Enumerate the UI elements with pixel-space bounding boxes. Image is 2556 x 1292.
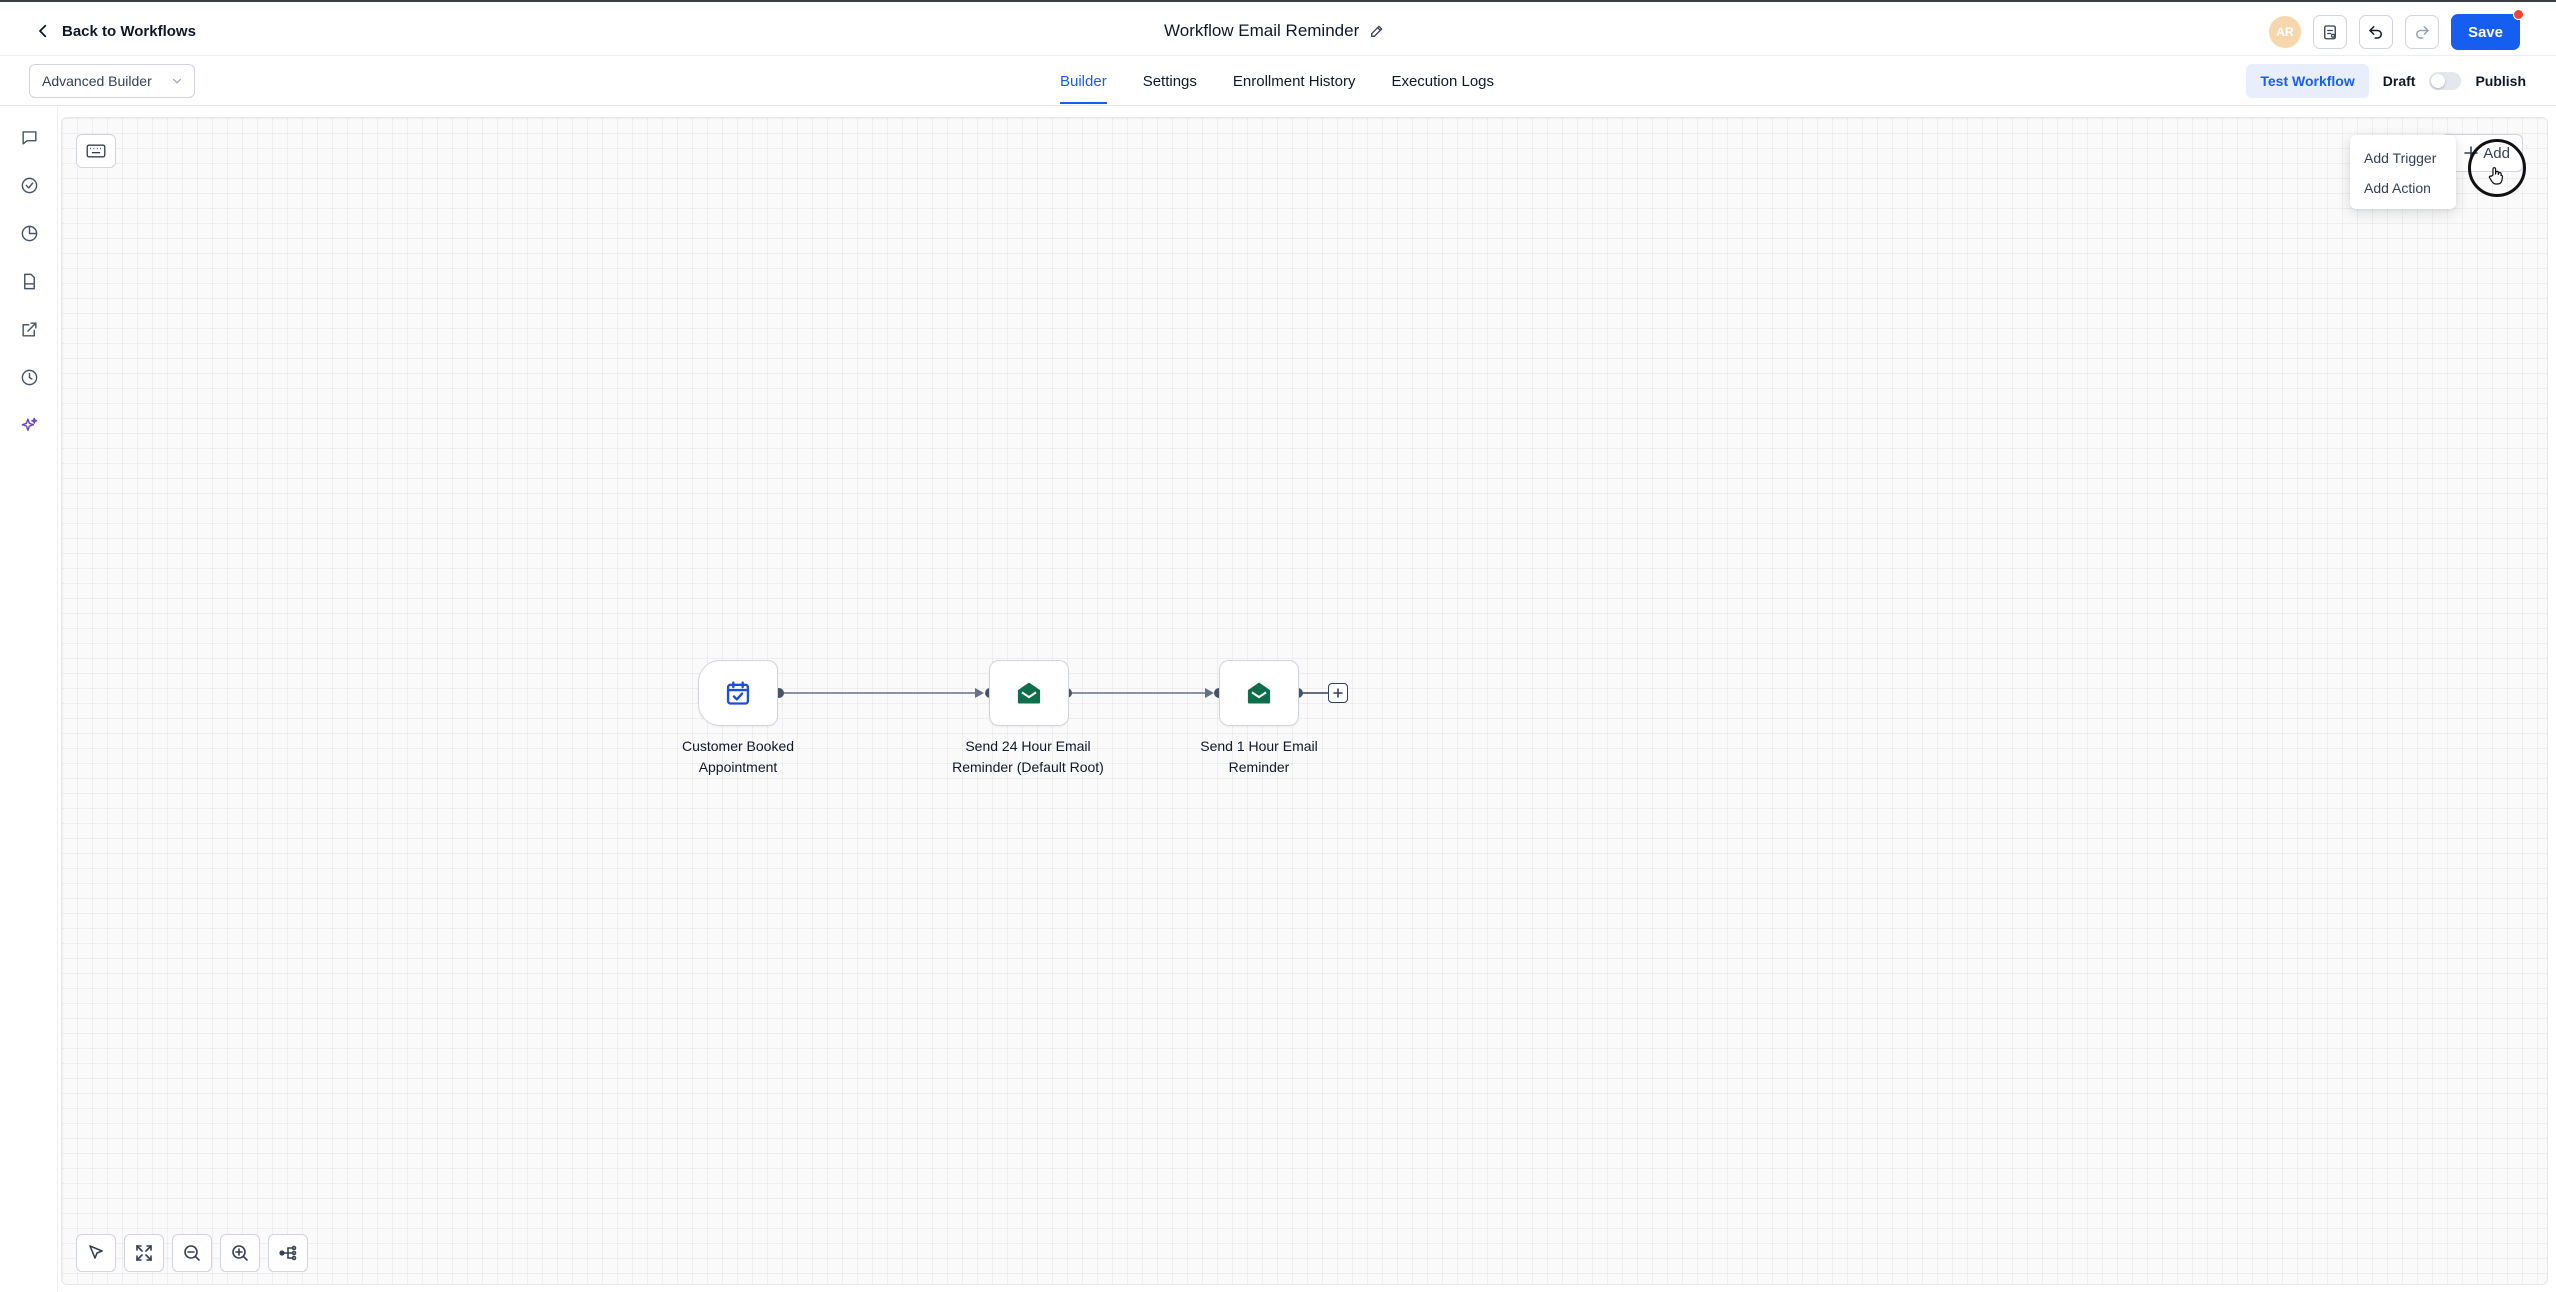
publish-label: Publish (2475, 73, 2526, 89)
document-icon (23, 273, 35, 289)
auto-layout-button[interactable] (268, 1234, 308, 1272)
pencil-icon[interactable] (1369, 23, 1385, 39)
zoom-out-button[interactable] (172, 1234, 212, 1272)
add-dropdown-menu: Add Trigger Add Action (2350, 135, 2456, 209)
sub-bar: Advanced Builder Builder Settings Enroll… (0, 56, 2556, 106)
action-node-24h-label: Send 24 Hour Email Reminder (Default Roo… (928, 736, 1128, 778)
calendar-check-icon (726, 681, 750, 705)
zoom-in-icon (232, 1245, 248, 1261)
workflow-title: Workflow Email Reminder (1164, 18, 1385, 44)
add-button-label: Add (2483, 144, 2510, 162)
undo-button[interactable] (2358, 15, 2393, 49)
tab-execution-logs[interactable]: Execution Logs (1391, 72, 1495, 90)
draft-label: Draft (2382, 73, 2416, 89)
tab-bar: Builder Settings Enrollment History Exec… (1060, 56, 1494, 106)
publish-toggle[interactable] (2429, 72, 2462, 90)
rail-item-ai[interactable] (17, 413, 41, 437)
hand-cursor-icon (2488, 167, 2504, 185)
chat-icon (21, 130, 37, 145)
edge-24h-to-1h (1067, 688, 1214, 698)
add-action-menu-item[interactable]: Add Action (2364, 180, 2431, 196)
workflow-edges (774, 688, 1332, 698)
action-node-1h-label: Send 1 Hour Email Reminder (1159, 736, 1359, 778)
action-node-1h-label-line1: Send 1 Hour Email (1200, 738, 1318, 754)
external-link-icon (21, 321, 37, 337)
select-pointer-icon (89, 1245, 103, 1259)
select-tool-button[interactable] (76, 1234, 116, 1272)
add-step-button[interactable] (1328, 683, 1348, 703)
unsaved-indicator (2513, 9, 2524, 20)
rail-item-docs[interactable] (17, 269, 41, 293)
fit-view-button[interactable] (124, 1234, 164, 1272)
clipboard-icon (2324, 25, 2336, 40)
tab-settings[interactable]: Settings (1142, 72, 1197, 90)
auto-layout-icon (279, 1245, 297, 1261)
redo-icon (2415, 26, 2429, 39)
tab-builder[interactable]: Builder (1060, 56, 1107, 106)
sparkles-icon (21, 417, 37, 431)
rail-item-history[interactable] (17, 365, 41, 389)
workflow-canvas[interactable]: Customer Booked Appointment Send 24 Hour… (61, 117, 2548, 1285)
history-icon (21, 369, 37, 385)
plus-icon (1333, 688, 1343, 698)
back-link-label: Back to Workflows (62, 22, 196, 40)
chevron-left-icon (39, 24, 47, 38)
pie-chart-icon (21, 225, 37, 241)
trigger-node[interactable] (698, 660, 778, 726)
action-node-24h-email[interactable] (989, 660, 1069, 726)
avatar[interactable]: AR (2268, 16, 2301, 48)
rail-item-comments[interactable] (17, 125, 41, 149)
action-node-24h-label-line2: Reminder (Default Root) (952, 759, 1104, 775)
publish-controls: Test Workflow Draft Publish (2246, 64, 2526, 98)
back-to-workflows-link[interactable]: Back to Workflows (34, 18, 196, 44)
rail-item-share[interactable] (17, 317, 41, 341)
workflow-title-text: Workflow Email Reminder (1164, 21, 1360, 40)
trigger-node-label-line1: Customer Booked (681, 738, 795, 754)
edge-trigger-to-24h (779, 688, 984, 698)
zoom-in-button[interactable] (220, 1234, 260, 1272)
header-actions: AR Save (2268, 9, 2524, 50)
canvas-controls (76, 1234, 308, 1272)
check-circle-icon (21, 177, 37, 193)
builder-mode-value: Advanced Builder (42, 73, 152, 89)
action-node-1h-label-line2: Reminder (1228, 759, 1290, 775)
zoom-out-icon (184, 1245, 200, 1261)
builder-mode-select[interactable]: Advanced Builder (29, 64, 195, 98)
action-node-1h-email[interactable] (1219, 660, 1299, 726)
undo-icon (2369, 26, 2382, 39)
notes-button[interactable] (2312, 15, 2347, 49)
keyboard-shortcuts-button[interactable] (76, 134, 116, 168)
action-node-24h-label-line1: Send 24 Hour Email (965, 738, 1091, 754)
test-workflow-button[interactable]: Test Workflow (2246, 64, 2369, 98)
rail-item-stats[interactable] (17, 221, 41, 245)
plus-icon (2464, 146, 2478, 160)
rail-item-tasks[interactable] (17, 173, 41, 197)
chevron-down-icon (172, 78, 182, 84)
add-trigger-menu-item[interactable]: Add Trigger (2364, 150, 2437, 166)
email-open-icon (1247, 682, 1271, 704)
trigger-node-label: Customer Booked Appointment (638, 736, 838, 778)
redo-button[interactable] (2404, 15, 2439, 49)
save-button[interactable]: Save (2450, 9, 2524, 50)
save-button-label: Save (2467, 23, 2503, 41)
left-rail (0, 107, 58, 1292)
fit-view-icon (136, 1245, 152, 1261)
tab-enrollment-history[interactable]: Enrollment History (1232, 72, 1356, 90)
keyboard-icon (86, 144, 106, 158)
trigger-node-label-line2: Appointment (698, 759, 778, 775)
email-open-icon (1017, 682, 1041, 704)
top-bar: Back to Workflows Workflow Email Reminde… (0, 0, 2556, 56)
